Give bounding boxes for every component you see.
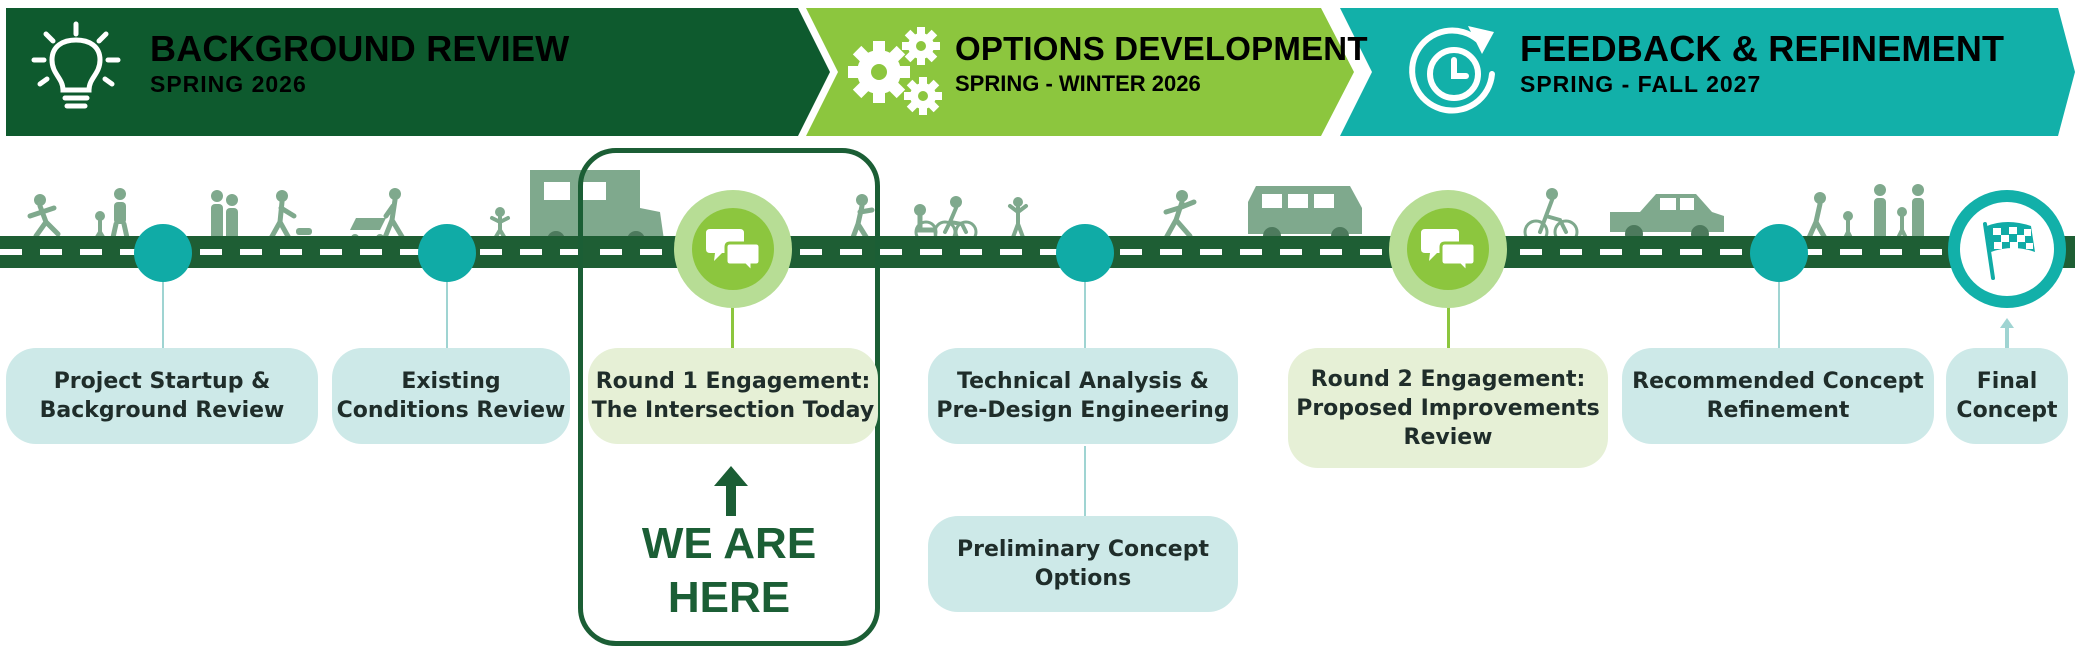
phase-date-feedback-refinement: SPRING - FALL 2027 bbox=[1520, 71, 1762, 97]
speech-bubbles-icon bbox=[1421, 229, 1475, 273]
lightbulb-icon bbox=[31, 21, 121, 109]
clock-refresh-icon bbox=[1409, 26, 1495, 114]
step-technical-analysis[interactable]: Technical Analysis & Pre-Design Engineer… bbox=[928, 348, 1238, 444]
step-label: Existing bbox=[401, 369, 501, 394]
we-are-here-line2: HERE bbox=[667, 573, 791, 622]
step-label: Round 1 Engagement: bbox=[595, 369, 871, 394]
we-are-here-line1: WE ARE bbox=[641, 519, 817, 568]
phase-title-options-development: OPTIONS DEVELOPMENT bbox=[955, 30, 1368, 67]
phase-title-background-review: BACKGROUND REVIEW bbox=[150, 28, 570, 69]
step-recommended-concept[interactable]: Recommended Concept Refinement bbox=[1622, 348, 1934, 444]
step-label: Options bbox=[1034, 566, 1132, 591]
step-preliminary-concept[interactable]: Preliminary Concept Options bbox=[928, 516, 1238, 612]
phase-banner-options-development bbox=[806, 8, 1354, 136]
up-arrow-icon bbox=[2000, 318, 2014, 348]
step-label: Concept bbox=[1956, 398, 2058, 423]
speech-bubbles-icon bbox=[706, 229, 760, 273]
connector-line bbox=[1084, 280, 1086, 348]
timeline-node-round1[interactable] bbox=[674, 190, 792, 308]
step-label: Refinement bbox=[1706, 398, 1850, 423]
timeline-node-recommended[interactable] bbox=[1750, 224, 1808, 282]
timeline-node-final[interactable] bbox=[1948, 190, 2066, 308]
step-round2-engagement[interactable]: Round 2 Engagement: Proposed Improvement… bbox=[1288, 348, 1608, 468]
timeline-node-technical[interactable] bbox=[1056, 224, 1114, 282]
step-label: Proposed Improvements bbox=[1296, 395, 1600, 421]
connector-line bbox=[1778, 280, 1780, 348]
checkered-flag-icon bbox=[1983, 222, 2035, 280]
connector-line bbox=[162, 280, 164, 348]
step-label: Final bbox=[1976, 369, 2038, 394]
timeline-road bbox=[0, 236, 2075, 268]
step-round1-engagement[interactable]: Round 1 Engagement: The Intersection Tod… bbox=[588, 348, 878, 444]
step-label: Technical Analysis & bbox=[957, 369, 1209, 394]
connector-line bbox=[1447, 306, 1450, 348]
connector-line bbox=[446, 280, 448, 348]
step-label: The Intersection Today bbox=[591, 398, 875, 423]
step-label: Review bbox=[1403, 424, 1493, 450]
phase-title-feedback-refinement: FEEDBACK & REFINEMENT bbox=[1520, 28, 2005, 69]
phase-banner-feedback-refinement bbox=[1340, 8, 2075, 136]
step-label: Background Review bbox=[39, 398, 285, 423]
step-label: Recommended Concept bbox=[1632, 369, 1924, 394]
timeline-node-existing[interactable] bbox=[418, 224, 476, 282]
step-label: Round 2 Engagement: bbox=[1310, 366, 1586, 392]
phase-date-background-review: SPRING 2026 bbox=[150, 71, 307, 97]
timeline-node-round2[interactable] bbox=[1389, 190, 1507, 308]
step-project-startup[interactable]: Project Startup & Background Review bbox=[6, 348, 318, 444]
connector-line bbox=[731, 306, 734, 348]
phase-date-options-development: SPRING - WINTER 2026 bbox=[955, 71, 1201, 96]
step-existing-conditions[interactable]: Existing Conditions Review bbox=[332, 348, 570, 444]
up-arrow-icon bbox=[714, 466, 748, 516]
step-label: Preliminary Concept bbox=[957, 537, 1209, 562]
step-label: Project Startup & bbox=[53, 369, 271, 394]
people-silhouettes bbox=[27, 170, 1924, 245]
step-label: Conditions Review bbox=[336, 398, 566, 423]
gears-icon bbox=[848, 27, 942, 115]
step-final-concept[interactable]: Final Concept bbox=[1946, 348, 2068, 444]
step-label: Pre-Design Engineering bbox=[936, 398, 1230, 423]
phase-banner-background-review bbox=[6, 8, 830, 136]
connector-line bbox=[1084, 446, 1086, 516]
timeline-node-startup[interactable] bbox=[134, 224, 192, 282]
